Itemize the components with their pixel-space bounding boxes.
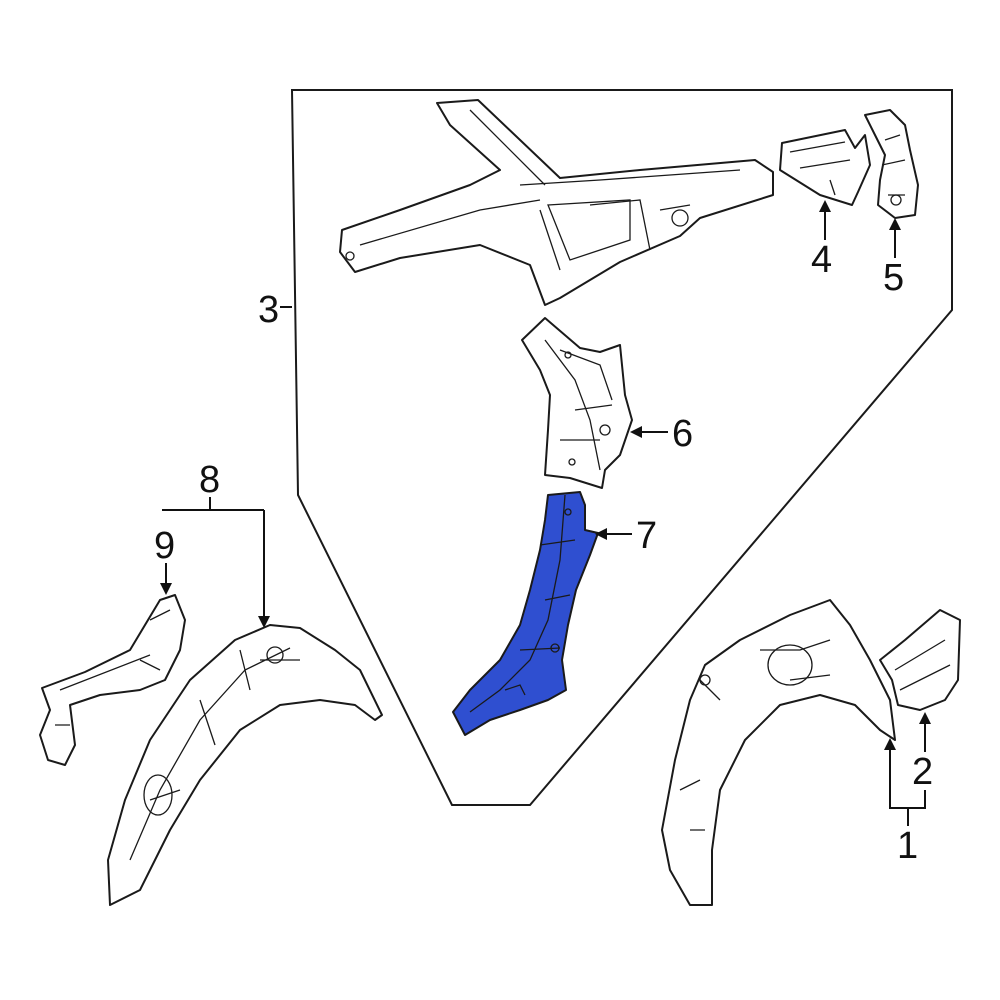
callout-1: 1 <box>897 825 918 867</box>
callout-2: 2 <box>912 751 933 793</box>
part-2-bracket[interactable] <box>879 609 961 711</box>
leader-lines <box>160 200 931 826</box>
part-5-bracket[interactable] <box>864 109 919 219</box>
callout-3: 3 <box>258 289 279 331</box>
callout-6: 6 <box>672 413 693 455</box>
part-7-pillar-lower[interactable] <box>452 491 599 736</box>
group-3-boundary <box>290 89 953 806</box>
callout-8: 8 <box>199 459 220 501</box>
callout-7: 7 <box>636 515 657 557</box>
part-8-inner-wheelhouse[interactable] <box>107 624 383 906</box>
part-1-quarter-panel[interactable] <box>661 599 896 906</box>
part-4-bracket[interactable] <box>779 129 871 206</box>
rear-floor-frame[interactable] <box>339 99 774 306</box>
part-6-pillar-upper[interactable] <box>521 317 633 489</box>
part-7-highlight-shape <box>452 491 599 736</box>
callout-4: 4 <box>811 239 832 281</box>
part-9-bracket[interactable] <box>39 594 186 766</box>
callout-5: 5 <box>883 257 904 299</box>
callout-9: 9 <box>154 525 175 567</box>
